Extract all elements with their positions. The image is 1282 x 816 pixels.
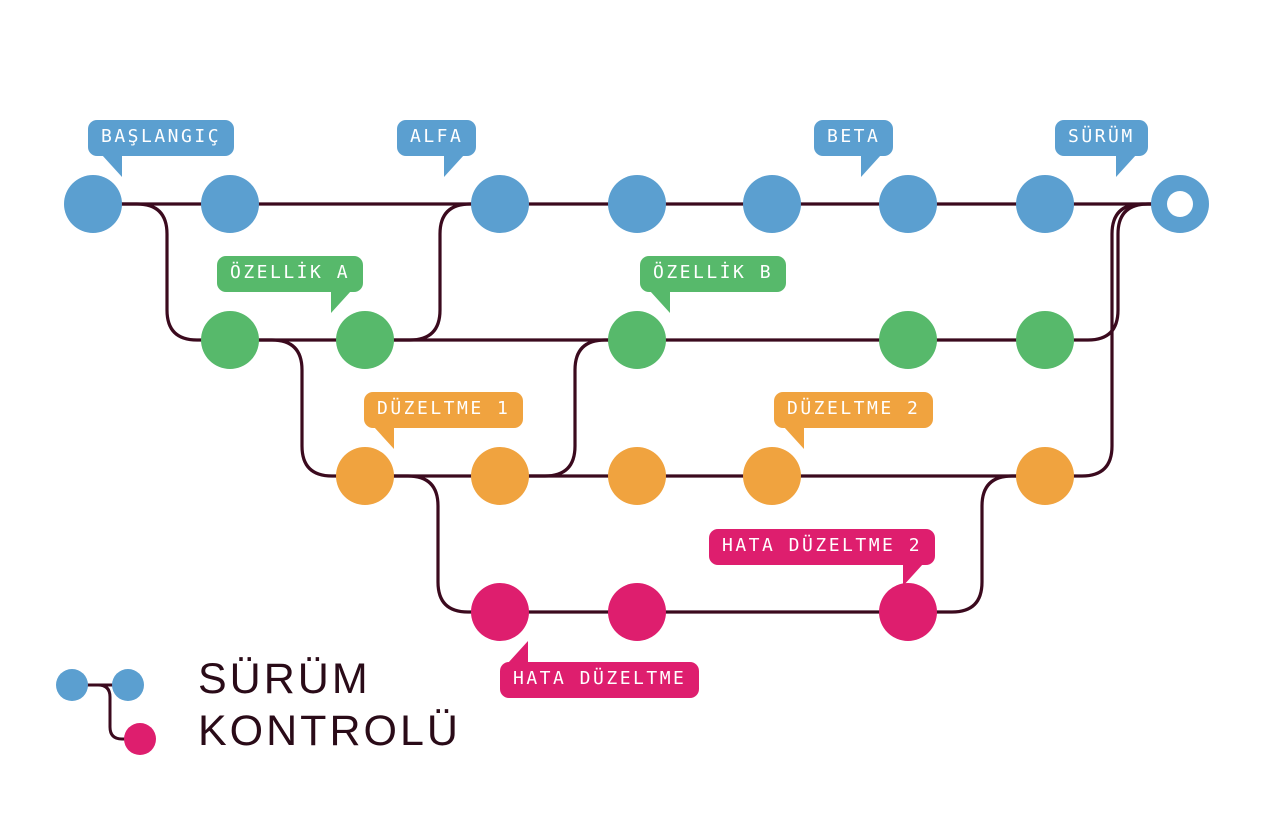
node-hata-2[interactable]	[608, 583, 666, 641]
node-ozellik-5[interactable]	[1016, 311, 1074, 369]
node-master-5[interactable]	[743, 175, 801, 233]
callout-tail-icon	[331, 291, 352, 313]
node-master-alfa[interactable]	[471, 175, 529, 233]
node-duzeltme-4[interactable]	[743, 447, 801, 505]
node-duzeltme-1[interactable]	[336, 447, 394, 505]
legend-node-blue-right	[112, 669, 144, 701]
label-ozellik-b[interactable]: ÖZELLİK B	[640, 256, 787, 313]
label-alfa-text: ALFA	[410, 126, 464, 147]
node-hata-1[interactable]	[471, 583, 529, 641]
label-hata-duzeltme-2-text: HATA DÜZELTME 2	[722, 535, 923, 556]
node-master-surum-ring-hole	[1167, 191, 1193, 217]
node-master-beta[interactable]	[879, 175, 937, 233]
label-hata-duzeltme-text: HATA DÜZELTME	[513, 668, 687, 689]
callout-tail-icon	[784, 427, 804, 449]
legend-node-pink	[124, 723, 156, 755]
branch-duzeltme-to-hata	[363, 474, 502, 614]
label-ozellik-a[interactable]: ÖZELLİK A	[217, 256, 364, 313]
node-duzeltme-2[interactable]	[471, 447, 529, 505]
callout-tail-icon	[374, 427, 394, 449]
legend-mark	[56, 669, 156, 755]
node-ozellik-4[interactable]	[879, 311, 937, 369]
label-duzeltme-1-text: DÜZELTME 1	[377, 398, 511, 419]
label-hata-duzeltme[interactable]: HATA DÜZELTME	[500, 641, 700, 698]
node-ozellik-b[interactable]	[608, 311, 666, 369]
node-duzeltme-5[interactable]	[1016, 447, 1074, 505]
callout-tail-icon	[1115, 155, 1136, 177]
branch-duzeltme-to-ozellik	[498, 338, 639, 478]
merge-ozellik-to-master	[363, 202, 502, 342]
legend: SÜRÜM KONTROLÜ	[50, 655, 458, 775]
callout-tail-icon	[102, 155, 122, 177]
commit-nodes	[64, 175, 1209, 641]
label-baslangic-text: BAŞLANGIÇ	[101, 126, 222, 147]
label-surum[interactable]: SÜRÜM	[1055, 120, 1148, 177]
label-baslangic[interactable]: BAŞLANGIÇ	[88, 120, 235, 177]
label-hata-duzeltme-2[interactable]: HATA DÜZELTME 2	[709, 529, 936, 586]
legend-node-blue-left	[56, 669, 88, 701]
node-master-4[interactable]	[608, 175, 666, 233]
branch-ozellik-to-duzeltme	[228, 338, 367, 478]
label-beta[interactable]: BETA	[814, 120, 894, 177]
label-ozellik-a-text: ÖZELLİK A	[230, 262, 351, 283]
legend-line-2: KONTROLÜ	[198, 707, 461, 755]
branch-master-to-ozellik	[91, 202, 232, 342]
node-master-2[interactable]	[201, 175, 259, 233]
label-duzeltme-2-text: DÜZELTME 2	[787, 398, 921, 419]
callout-tail-icon	[903, 564, 924, 586]
label-duzeltme-1[interactable]: DÜZELTME 1	[364, 392, 524, 449]
node-ozellik-1[interactable]	[201, 311, 259, 369]
label-ozellik-b-text: ÖZELLİK B	[653, 262, 774, 283]
legend-line-1: SÜRÜM	[198, 655, 371, 703]
callout-tail-icon	[861, 155, 882, 177]
label-surum-text: SÜRÜM	[1068, 126, 1135, 147]
callout-tail-icon	[650, 291, 670, 313]
node-duzeltme-3[interactable]	[608, 447, 666, 505]
label-beta-text: BETA	[827, 126, 881, 147]
callout-tail-icon	[444, 155, 465, 177]
node-hata-3[interactable]	[879, 583, 937, 641]
callout-tail-icon	[508, 641, 528, 663]
merge-duzeltme-to-release	[1043, 202, 1182, 478]
node-master-baslangic[interactable]	[64, 175, 122, 233]
legend-title: SÜRÜM KONTROLÜ	[198, 653, 461, 757]
label-duzeltme-2[interactable]: DÜZELTME 2	[774, 392, 934, 449]
merge-hata-to-duzeltme	[906, 474, 1047, 614]
label-alfa[interactable]: ALFA	[397, 120, 477, 177]
node-ozellik-a[interactable]	[336, 311, 394, 369]
node-master-7[interactable]	[1016, 175, 1074, 233]
